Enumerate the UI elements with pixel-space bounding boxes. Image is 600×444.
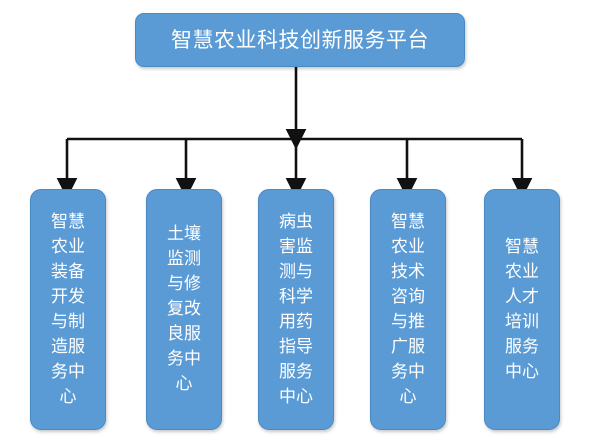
child-node-pest[interactable]: 病虫害监测与科学用药指导服务中心	[258, 189, 334, 430]
child-node-label: 病虫害监测与科学用药指导服务中心	[279, 211, 313, 407]
child-node-label: 智慧农业人才培训服务中心	[505, 236, 539, 382]
child-node-label: 智慧农业技术咨询与推广服务中心	[391, 211, 425, 407]
child-node-label: 智慧农业装备开发与制造服务中心	[51, 211, 85, 407]
root-node-label: 智慧农业科技创新服务平台	[171, 28, 429, 52]
child-node-soil[interactable]: 土壤监测与修复改良服务中心	[146, 189, 222, 430]
child-node-consulting[interactable]: 智慧农业技术咨询与推广服务中心	[370, 189, 446, 430]
root-node-platform[interactable]: 智慧农业科技创新服务平台	[135, 13, 465, 67]
child-node-equipment[interactable]: 智慧农业装备开发与制造服务中心	[30, 189, 106, 430]
child-node-training[interactable]: 智慧农业人才培训服务中心	[484, 189, 560, 430]
child-node-label: 土壤监测与修复改良服务中心	[167, 224, 201, 394]
